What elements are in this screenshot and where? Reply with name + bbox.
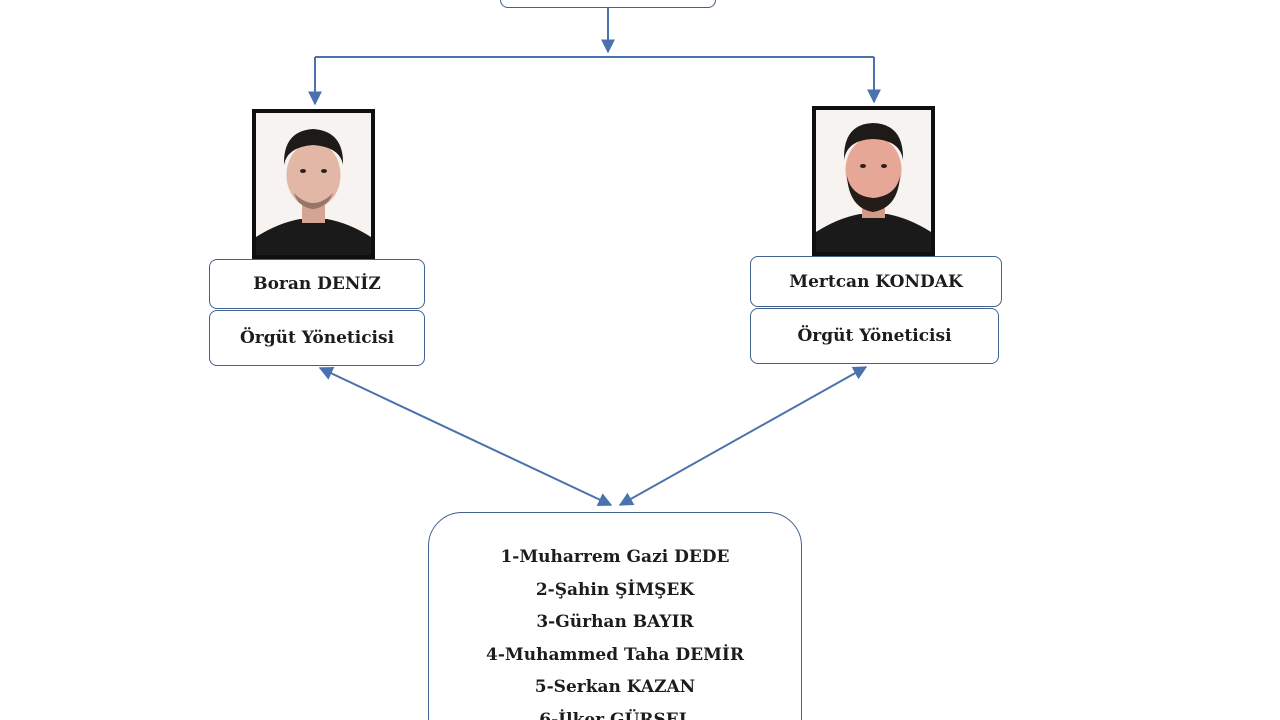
members-box: 1-Muharrem Gazi DEDE 2-Şahin ŞİMŞEK 3-Gü… (428, 512, 802, 720)
leader-role-box-left: Örgüt Yöneticisi (209, 310, 425, 366)
leader-photo-right (812, 106, 935, 256)
member-item: 1-Muharrem Gazi DEDE (500, 547, 730, 567)
left-link-arrow (318, 367, 613, 506)
member-item: 6-İlker GÜRSEL (539, 709, 691, 720)
leader-name-left: Boran DENİZ (253, 274, 381, 294)
leader-photo-left (252, 109, 375, 259)
member-item: 4-Muhammed Taha DEMİR (486, 644, 744, 665)
portrait-icon (256, 113, 371, 255)
leader-role-right: Örgüt Yöneticisi (797, 326, 952, 346)
members-list: 1-Muharrem Gazi DEDE 2-Şahin ŞİMŞEK 3-Gü… (429, 513, 801, 720)
leader-name-box-left: Boran DENİZ (209, 259, 425, 309)
portrait-icon (816, 110, 931, 252)
member-item: 3-Gürhan BAYIR (536, 612, 694, 632)
leader-role-left: Örgüt Yöneticisi (239, 328, 395, 348)
leader-name-box-right: Mertcan KONDAK (750, 256, 1002, 307)
right-link-arrow (618, 366, 868, 506)
leader-role-box-right: Örgüt Yöneticisi (750, 308, 999, 364)
member-item: 5-Serkan KAZAN (534, 677, 696, 697)
top-node-box (500, 0, 716, 8)
member-item: 2-Şahin ŞİMŞEK (535, 579, 695, 600)
leader-name-right: Mertcan KONDAK (789, 271, 963, 292)
